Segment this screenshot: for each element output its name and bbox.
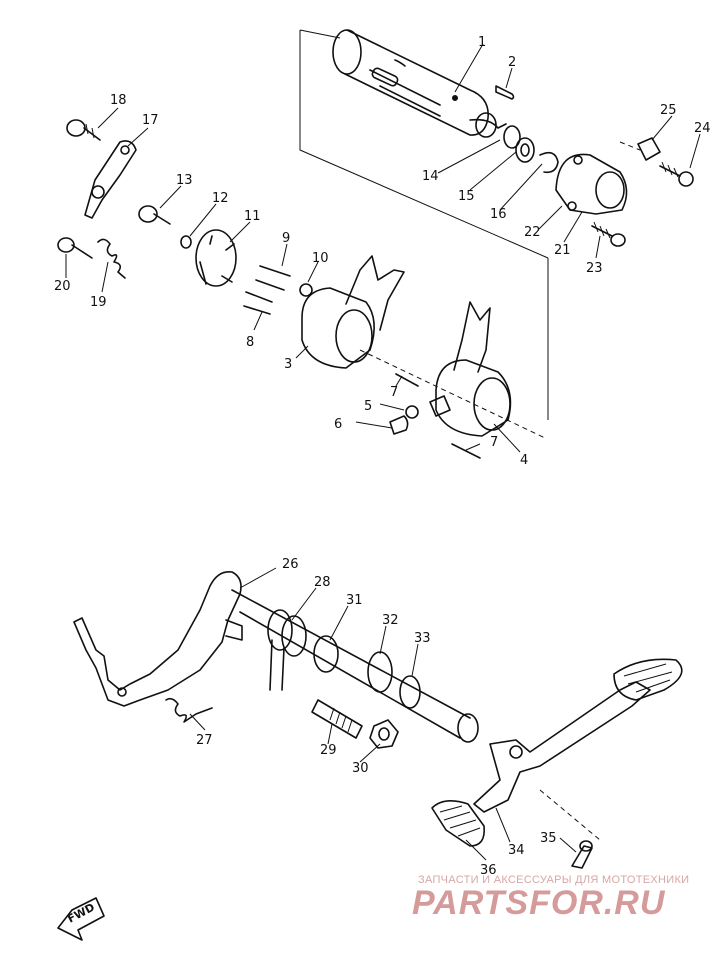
pins-8-9: [243, 265, 291, 315]
label-24: 24: [694, 121, 711, 136]
bolt-13: [138, 205, 171, 225]
label-17: 17: [142, 113, 159, 128]
leader-lines: [65, 43, 701, 861]
shift-fork-3: [301, 255, 405, 369]
label-4: 4: [520, 453, 528, 468]
label-6: 6: [334, 417, 342, 432]
label-32: 32: [382, 613, 399, 628]
shift-fork-4: [429, 301, 512, 437]
label-29: 29: [320, 743, 337, 758]
label-3: 3: [284, 357, 292, 372]
fwd-arrow-icon: FWD: [57, 897, 105, 941]
label-11: 11: [244, 209, 261, 224]
label-5: 5: [364, 399, 372, 414]
label-31: 31: [346, 593, 363, 608]
label-2: 2: [508, 55, 516, 70]
label-19: 19: [90, 295, 107, 310]
label-21: 21: [554, 243, 571, 258]
shift-shaft-26: [73, 570, 479, 743]
label-16: 16: [490, 207, 507, 222]
label-15: 15: [458, 189, 475, 204]
plate-25: [619, 137, 661, 161]
part-number-labels: 1 2 3 4 5 6 7 7 8 9 10 11 12 13 14 15 16…: [54, 35, 711, 878]
label-7b: 7: [490, 435, 498, 450]
segment-11: [195, 229, 237, 287]
stopper-lever-17: [84, 140, 137, 219]
washer-32: [367, 651, 393, 693]
cover-21-22: [555, 153, 628, 215]
shift-pedal-34: [473, 658, 683, 813]
bolt-29: [311, 699, 363, 739]
bolt-20: [57, 237, 93, 259]
label-22: 22: [524, 225, 541, 240]
label-27: 27: [196, 733, 213, 748]
label-20: 20: [54, 279, 71, 294]
pins-5-6-7: [389, 373, 481, 459]
shift-drum: [332, 29, 507, 138]
oil-seal-33: [399, 675, 421, 709]
label-12: 12: [212, 191, 229, 206]
label-10: 10: [312, 251, 329, 266]
label-9: 9: [282, 231, 290, 246]
label-28: 28: [314, 575, 331, 590]
washers-14-15-16: [503, 125, 559, 174]
collar-31: [313, 635, 339, 673]
label-36: 36: [480, 863, 497, 878]
label-35: 35: [540, 831, 557, 846]
washer-12: [180, 235, 192, 249]
label-18: 18: [110, 93, 127, 108]
label-23: 23: [586, 261, 603, 276]
watermark-tagline: ЗАПЧАСТИ И АКСЕССУАРЫ ДЛЯ МОТОТЕХНИКИ: [418, 874, 690, 886]
label-1: 1: [478, 35, 486, 50]
label-30: 30: [352, 761, 369, 776]
screw-23: [591, 221, 626, 247]
screw-24: [659, 161, 694, 187]
spring-19: [97, 238, 126, 279]
nut-10: [299, 283, 313, 297]
label-13: 13: [176, 173, 193, 188]
reference-frame: [299, 29, 549, 439]
bolt-18: [66, 119, 101, 141]
label-8: 8: [246, 335, 254, 350]
label-34: 34: [508, 843, 525, 858]
label-7a: 7: [390, 385, 398, 400]
pin-2: [495, 85, 515, 100]
footpeg-rubber-36: [431, 800, 486, 847]
watermark-logo[interactable]: PARTSFOR.RU: [412, 884, 666, 922]
label-14: 14: [422, 169, 439, 184]
label-33: 33: [414, 631, 431, 646]
nut-30: [369, 719, 399, 749]
label-26: 26: [282, 557, 299, 572]
washers-28: [267, 609, 307, 691]
spring-27: [165, 697, 213, 723]
label-25: 25: [660, 103, 677, 118]
bolt-35: [571, 840, 593, 869]
